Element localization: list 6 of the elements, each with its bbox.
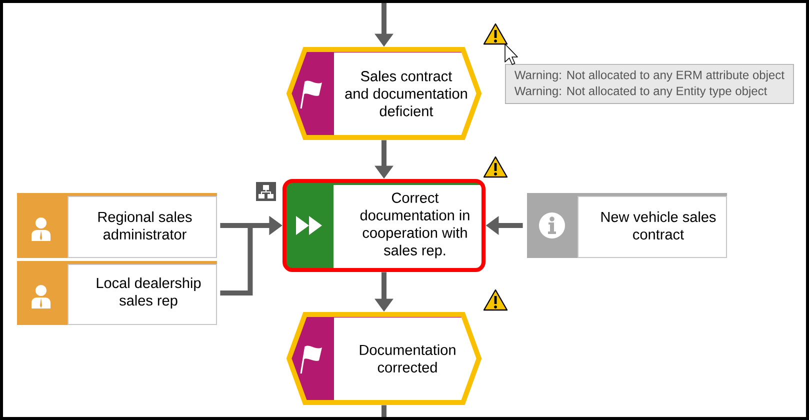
function-box: Correct documentation in cooperation with sales rep. xyxy=(282,179,486,272)
information-box: New vehicle sales contract xyxy=(527,193,727,258)
connector-line xyxy=(382,405,386,417)
tooltip: Warning: Not allocated to any ERM attribute object Warning: Not allocated to any Entity type object xyxy=(505,64,794,104)
role-box: Regional sales administrator xyxy=(17,193,217,258)
role-box: Local dealership sales rep xyxy=(17,261,217,325)
